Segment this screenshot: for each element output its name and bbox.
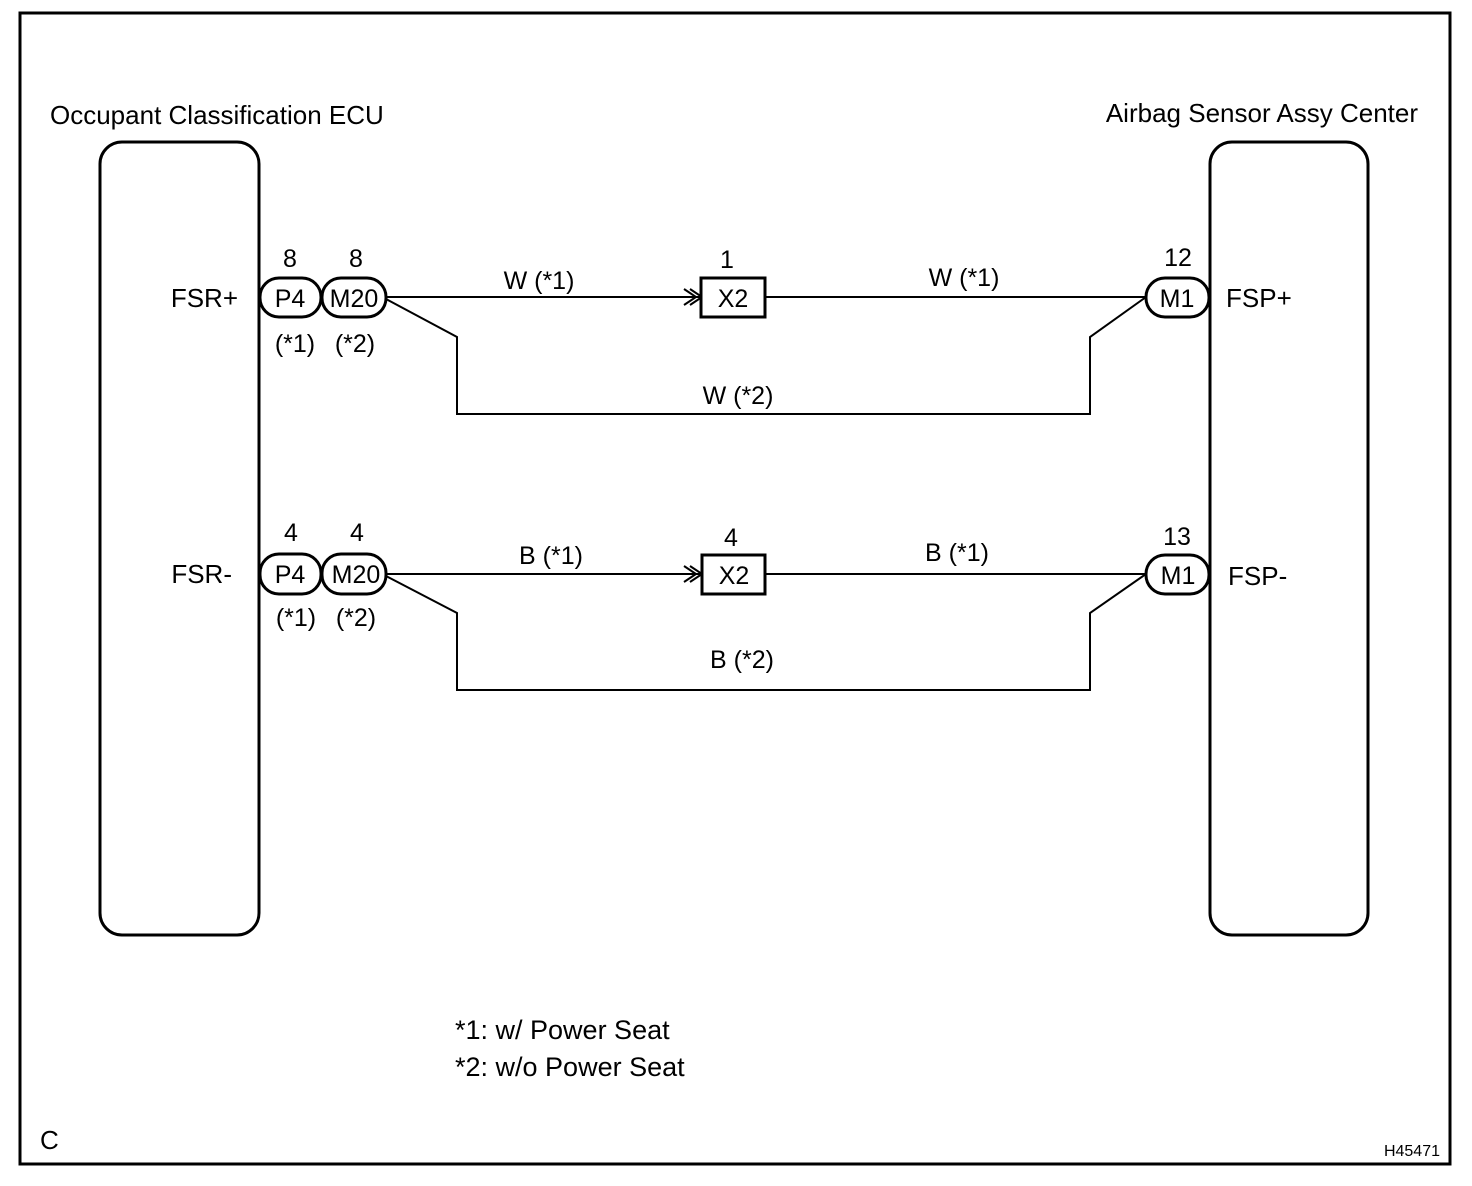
corner-label: C bbox=[40, 1125, 59, 1155]
figure-id: H45471 bbox=[1384, 1143, 1440, 1160]
circuit-negative: P4 M20 X2 M1 4 4 4 13 (*1) (*2) B (*1) B… bbox=[258, 519, 1211, 691]
note-m20-pos: (*2) bbox=[335, 330, 375, 358]
ecu-body bbox=[98, 140, 261, 937]
pin-m20-neg: 4 bbox=[350, 519, 364, 547]
pin-p4-pos: 8 bbox=[283, 245, 297, 273]
sensor-terminal-fsp-plus: FSP+ bbox=[1226, 283, 1292, 313]
pin-m1-pos: 12 bbox=[1164, 244, 1192, 272]
connector-p4-pos-label: P4 bbox=[275, 285, 306, 313]
legend-note-2: *2: w/o Power Seat bbox=[455, 1052, 685, 1082]
sensor-title: Airbag Sensor Assy Center bbox=[1106, 98, 1418, 128]
wire-label-neg-left: B (*1) bbox=[519, 542, 583, 570]
wire-pos-arrow-outer bbox=[683, 288, 698, 306]
pin-x2-pos: 1 bbox=[720, 246, 734, 274]
wire-label-pos-bypass: W (*2) bbox=[703, 382, 774, 410]
connector-m20-pos-label: M20 bbox=[330, 285, 379, 313]
connector-m1-pos bbox=[1144, 276, 1211, 319]
pin-x2-neg: 4 bbox=[724, 524, 738, 552]
wire-label-neg-bypass: B (*2) bbox=[710, 646, 774, 674]
note-m20-neg: (*2) bbox=[336, 604, 376, 632]
connector-p4-neg-label: P4 bbox=[275, 561, 306, 589]
legend-note-1: *1: w/ Power Seat bbox=[455, 1015, 670, 1045]
connector-m20-pos bbox=[320, 276, 388, 319]
sensor-terminal-fsp-minus: FSP- bbox=[1228, 561, 1287, 591]
wire-neg-bypass bbox=[385, 573, 1147, 691]
ecu-terminal-fsr-minus: FSR- bbox=[171, 559, 232, 589]
wire-label-pos-left: W (*1) bbox=[504, 267, 575, 295]
connector-m20-neg-label: M20 bbox=[332, 561, 381, 589]
connector-m1-neg-label: M1 bbox=[1161, 562, 1196, 590]
pin-m20-pos: 8 bbox=[349, 245, 363, 273]
ecu-terminal-fsr-plus: FSR+ bbox=[171, 283, 238, 313]
connector-x2-neg bbox=[700, 553, 767, 596]
wire-neg-arrow-outer bbox=[683, 565, 698, 583]
connector-x2-neg-label: X2 bbox=[719, 562, 750, 590]
pin-p4-neg: 4 bbox=[284, 519, 298, 547]
connector-x2-pos-label: X2 bbox=[718, 285, 749, 313]
wire-pos-bypass bbox=[385, 296, 1147, 415]
connector-m1-neg bbox=[1144, 553, 1211, 596]
connector-m20-neg bbox=[320, 552, 388, 596]
connector-x2-pos bbox=[699, 276, 767, 319]
circuit-positive: P4 M20 X2 M1 8 8 1 12 (*1) (*2) W (*1) W… bbox=[258, 244, 1211, 415]
note-p4-pos: (*1) bbox=[275, 330, 315, 358]
diagram-frame bbox=[18, 11, 1452, 1166]
sensor-body bbox=[1208, 140, 1370, 937]
wire-label-neg-right: B (*1) bbox=[925, 539, 989, 567]
connector-m1-pos-label: M1 bbox=[1160, 285, 1195, 313]
wire-label-pos-right: W (*1) bbox=[929, 264, 1000, 292]
note-p4-neg: (*1) bbox=[276, 604, 316, 632]
pin-m1-neg: 13 bbox=[1163, 523, 1191, 551]
ecu-title: Occupant Classification ECU bbox=[50, 100, 384, 130]
